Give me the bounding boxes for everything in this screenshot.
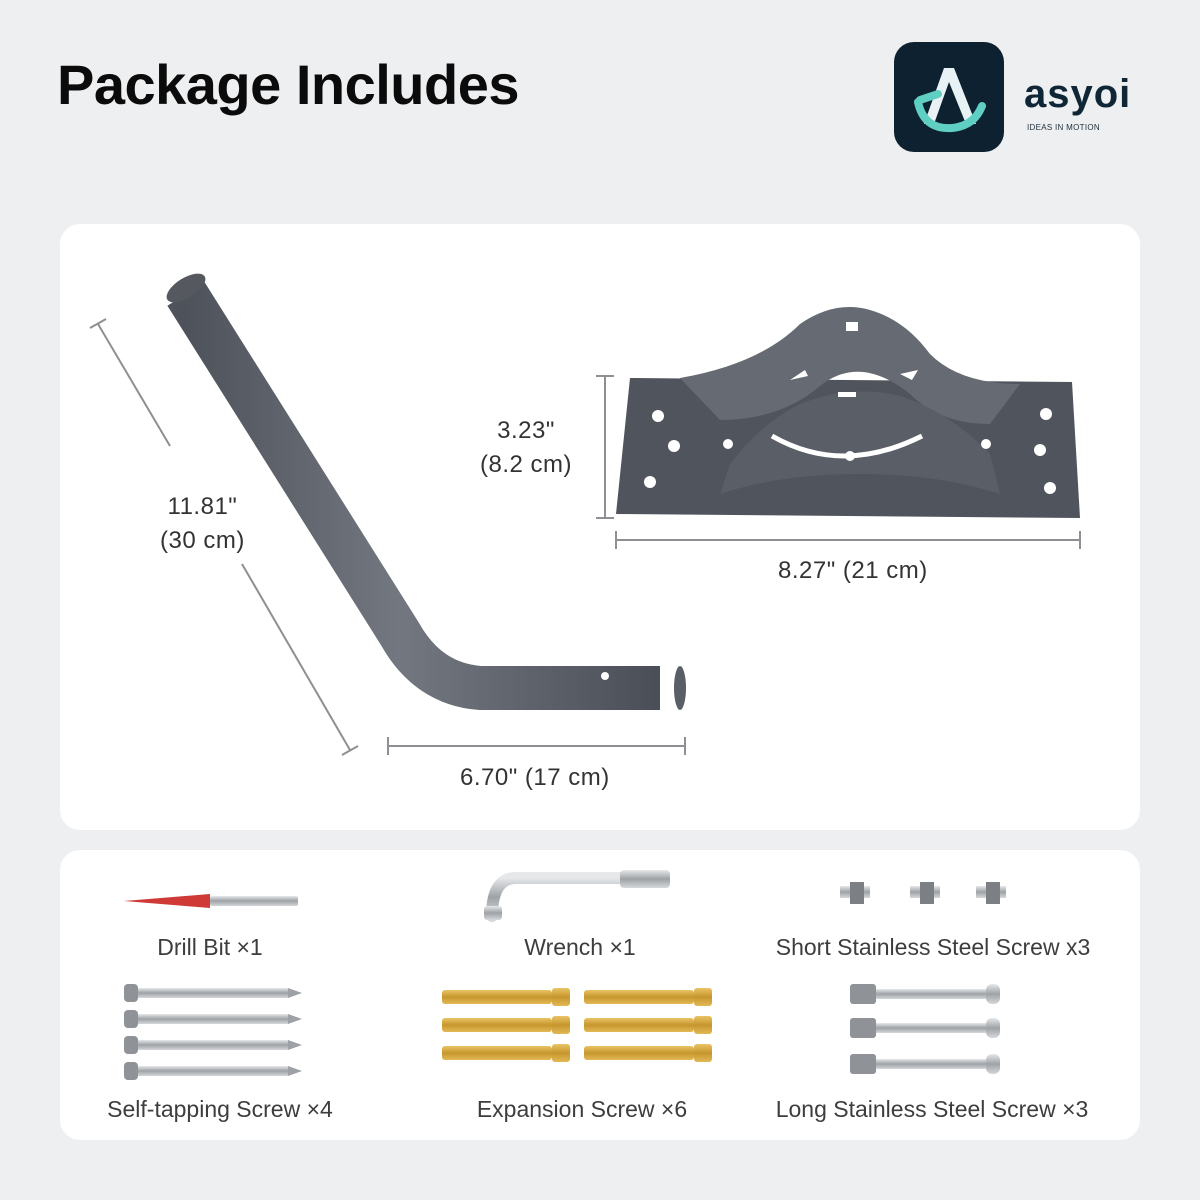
brand-logo [894,42,1004,152]
accessory-label-self-tapping-screw: Self-tapping Screw ×4 [107,1096,333,1122]
bracket-height-dimension: 3.23" (8.2 cm) [480,417,573,478]
page-title: Package Includes [57,53,520,116]
self-tapping-screws-image [124,984,302,1080]
brand-logo-icon [914,68,986,133]
accessories-illustration [124,870,1006,1080]
main-products-card: 11.81" (30 cm) 6.70" (17 cm) 3.23" (8.2 … [60,224,1140,830]
arm-length-dimension: 11.81" (30 cm) [160,493,245,554]
arm-foot-dimension: 6.70" (17 cm) [460,764,610,791]
bracket-width-dimension: 8.27" (21 cm) [778,557,928,584]
mounting-arm [166,273,686,710]
accessory-label-long-screw: Long Stainless Steel Screw ×3 [775,1096,1089,1122]
accessory-label-expansion-screw: Expansion Screw ×6 [476,1096,688,1122]
expansion-screws-image [442,988,712,1062]
long-screws-image [850,984,1000,1074]
accessory-label-drill-bit: Drill Bit ×1 [157,934,263,960]
accessory-label-wrench: Wrench ×1 [524,934,636,960]
drill-bit-image [124,894,298,908]
wall-bracket [616,307,1080,518]
products-illustration [89,273,1081,756]
brand-tagline: IDEAS IN MOTION [1027,123,1100,132]
accessories-card: Drill Bit ×1 Wrench ×1 Short Stainless S… [60,850,1140,1140]
wrench-image [484,870,670,922]
short-screws-image [840,882,1006,904]
accessory-label-short-screw: Short Stainless Steel Screw x3 [775,934,1091,960]
brand-name: asyoi [1024,72,1132,116]
